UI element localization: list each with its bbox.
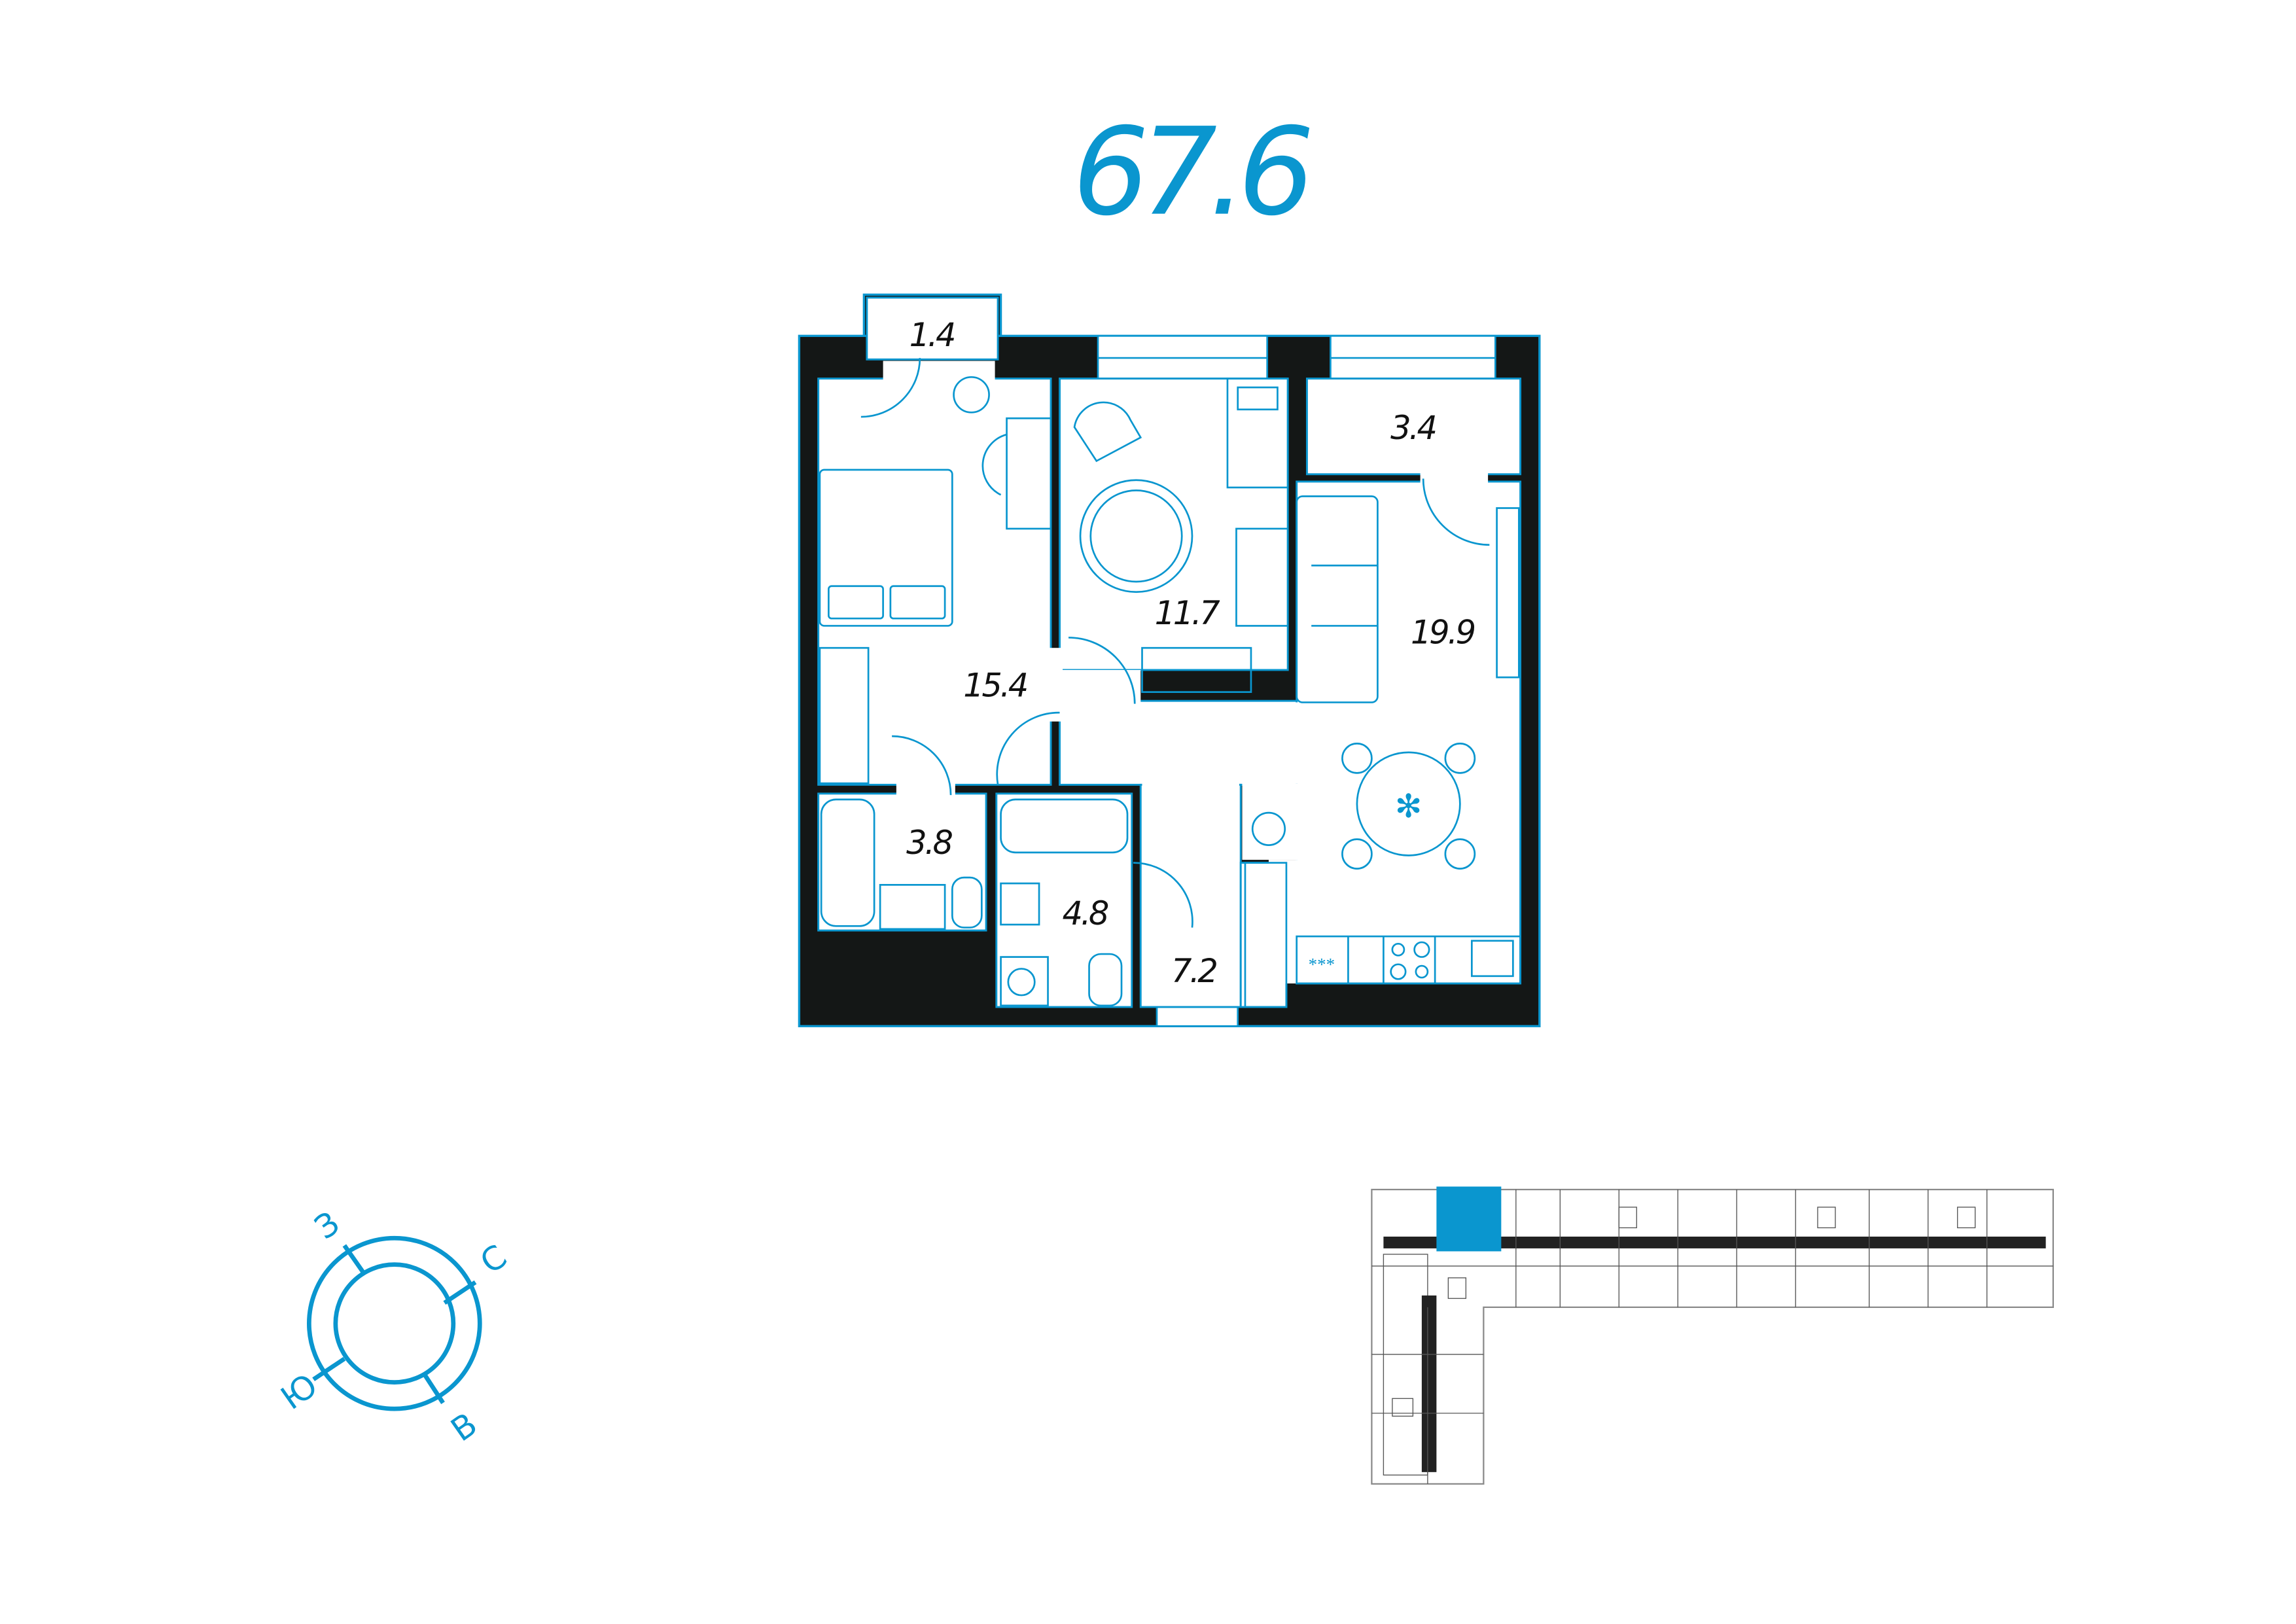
building-key-plan bbox=[1371, 1186, 2054, 1485]
room-balcony-1 bbox=[866, 296, 999, 361]
wardrobe bbox=[1244, 862, 1288, 1008]
dining-table bbox=[1356, 751, 1461, 856]
room-kitchen-living bbox=[1296, 480, 1522, 985]
round-rug bbox=[1079, 479, 1193, 593]
room-bathroom-1 bbox=[817, 792, 987, 932]
window bbox=[1156, 1006, 1239, 1027]
kitchen-sink bbox=[1471, 940, 1514, 978]
compass-south: Ю bbox=[274, 1366, 325, 1417]
area-label-bathroom-2: 4.8 bbox=[1062, 894, 1108, 932]
armchair bbox=[1073, 401, 1142, 463]
plant-icon bbox=[1251, 811, 1286, 846]
bed bbox=[819, 468, 953, 627]
bed-single bbox=[1226, 378, 1289, 489]
apartment-plan: ✻ *** 1.4 15.4 11.7 3.4 19.9 3.8 4.8 7.2 bbox=[798, 293, 1541, 1027]
area-label-kitchen-living: 19.9 bbox=[1411, 613, 1475, 651]
compass-north: С bbox=[473, 1237, 514, 1281]
sink bbox=[879, 883, 946, 930]
room-bedroom bbox=[817, 378, 1052, 786]
flower-icon: ✻ bbox=[1395, 788, 1422, 824]
compass-east: В bbox=[444, 1405, 484, 1449]
desk bbox=[1006, 417, 1052, 530]
door-swing bbox=[892, 735, 952, 796]
toilet bbox=[1088, 953, 1123, 1007]
room-bathroom-2 bbox=[995, 792, 1133, 1008]
toilet bbox=[951, 876, 983, 928]
area-label-hallway: 7.2 bbox=[1171, 952, 1216, 990]
door-swing bbox=[996, 711, 1060, 785]
chair bbox=[1235, 527, 1289, 627]
area-label-bedroom: 15.4 bbox=[963, 666, 1027, 704]
total-area-title: 67.6 bbox=[1072, 103, 1310, 243]
fridge-icon: *** bbox=[1309, 955, 1335, 974]
area-label-bathroom-1: 3.8 bbox=[906, 824, 952, 862]
bathtub bbox=[820, 798, 875, 927]
highlighted-apartment bbox=[1436, 1186, 1502, 1252]
kitchen-counter bbox=[1296, 935, 1521, 985]
area-label-balcony-1: 1.4 bbox=[910, 316, 955, 354]
room-balcony-2 bbox=[1305, 378, 1522, 476]
door-swing bbox=[860, 358, 921, 418]
room-study bbox=[1059, 378, 1289, 671]
room-hallway bbox=[1139, 783, 1242, 1008]
door-swing bbox=[1069, 637, 1136, 704]
plant-icon bbox=[953, 376, 990, 414]
compass-west: З bbox=[308, 1204, 346, 1247]
bathtub bbox=[1000, 798, 1129, 854]
washing-machine bbox=[1000, 956, 1049, 1007]
area-label-balcony-2: 3.4 bbox=[1390, 409, 1436, 447]
wardrobe bbox=[819, 646, 870, 785]
tv-stand bbox=[1496, 507, 1520, 679]
door-swing bbox=[1422, 478, 1490, 546]
sofa bbox=[1296, 495, 1379, 703]
wardrobe bbox=[1141, 646, 1252, 694]
door-swing bbox=[1133, 862, 1193, 928]
compass: З С Ю В bbox=[274, 1204, 514, 1449]
sink bbox=[1000, 882, 1040, 926]
area-label-room: 11.7 bbox=[1155, 594, 1221, 632]
chair bbox=[981, 433, 1007, 496]
room-corridor bbox=[1059, 699, 1298, 786]
